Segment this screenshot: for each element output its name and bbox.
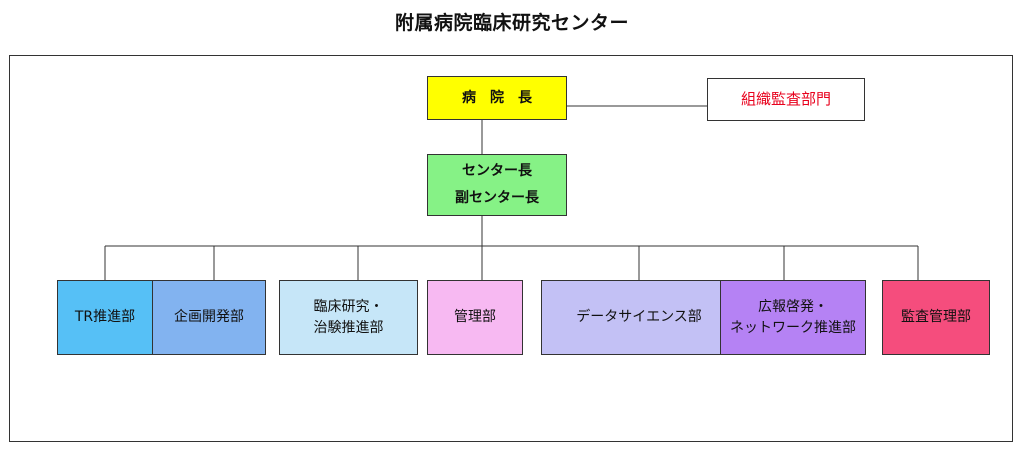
department-box-tr: TR推進部 bbox=[57, 280, 153, 355]
department-box-data-science: データサイエンス部 bbox=[541, 280, 737, 355]
deputy-director-label: 副センター長 bbox=[455, 190, 539, 206]
chart-title: 附属病院臨床研究センター bbox=[394, 12, 629, 34]
audit-division-label: 組織監査部門 bbox=[740, 90, 831, 109]
department-label-line2: 治験推進部 bbox=[313, 319, 384, 336]
center-director-box: センター長 副センター長 bbox=[427, 154, 567, 216]
department-label: 監査管理部 bbox=[901, 309, 971, 325]
department-box-admin: 管理部 bbox=[427, 280, 523, 355]
department-box-clinical-trials: 臨床研究・ 治験推進部 bbox=[279, 280, 418, 355]
department-label-line1: 広報啓発・ bbox=[758, 298, 828, 315]
department-box-audit-management: 監査管理部 bbox=[882, 280, 990, 355]
audit-division-box: 組織監査部門 bbox=[707, 78, 865, 121]
department-label: TR推進部 bbox=[74, 309, 136, 325]
department-label: 企画開発部 bbox=[174, 309, 244, 325]
department-label: 管理部 bbox=[454, 309, 496, 325]
director-box: 病 院 長 bbox=[427, 76, 567, 120]
director-label: 病 院 長 bbox=[462, 89, 532, 106]
department-label: データサイエンス部 bbox=[576, 309, 702, 325]
department-label-line1: 臨床研究・ bbox=[313, 298, 384, 315]
department-label-line2: ネットワーク推進部 bbox=[730, 319, 856, 336]
center-director-label: センター長 bbox=[462, 163, 532, 180]
department-box-planning: 企画開発部 bbox=[152, 280, 266, 355]
department-box-pr-network: 広報啓発・ ネットワーク推進部 bbox=[720, 280, 866, 355]
org-chart-frame bbox=[9, 55, 1013, 442]
